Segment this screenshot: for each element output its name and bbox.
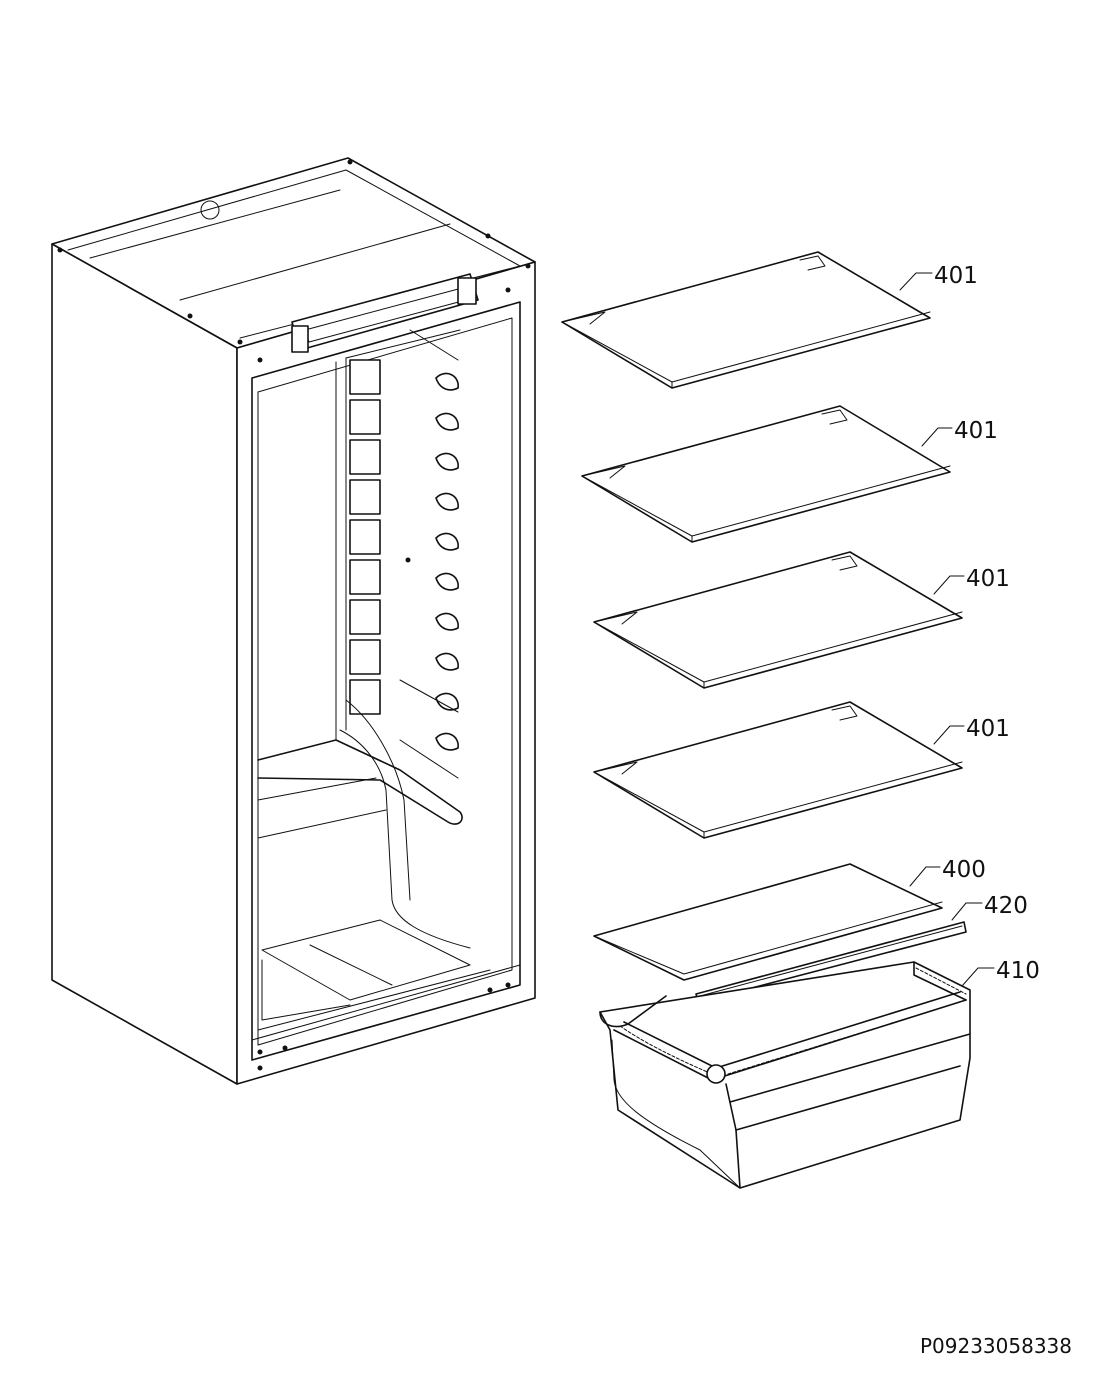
drawing-reference-code: P09233058338: [919, 1334, 1072, 1358]
callout-label-shelf-3: 401: [966, 566, 1010, 592]
crisper-cover-glass: [593, 863, 943, 981]
glass-shelf-2: [581, 405, 951, 543]
shelf-clips: [435, 372, 459, 751]
glass-shelf-3: [593, 551, 963, 689]
frame-screws: [57, 159, 531, 1071]
callout-label-shelf-2: 401: [954, 418, 998, 444]
crisper-drawer-box: [599, 961, 971, 1189]
shelf-supports: [349, 359, 381, 715]
callout-label-shelf-1: 401: [934, 263, 978, 289]
callout-label-shelf-4: 401: [966, 716, 1010, 742]
callout-label-cover-strip: 420: [984, 893, 1028, 919]
glass-shelf-4: [593, 701, 963, 839]
refrigerator-cabinet: [51, 157, 536, 1085]
callout-label-crisper-cover: 400: [942, 857, 986, 883]
callout-label-crisper-drawer: 410: [996, 958, 1040, 984]
callout-leaders: [899, 272, 995, 987]
glass-shelf-1: [561, 251, 931, 389]
